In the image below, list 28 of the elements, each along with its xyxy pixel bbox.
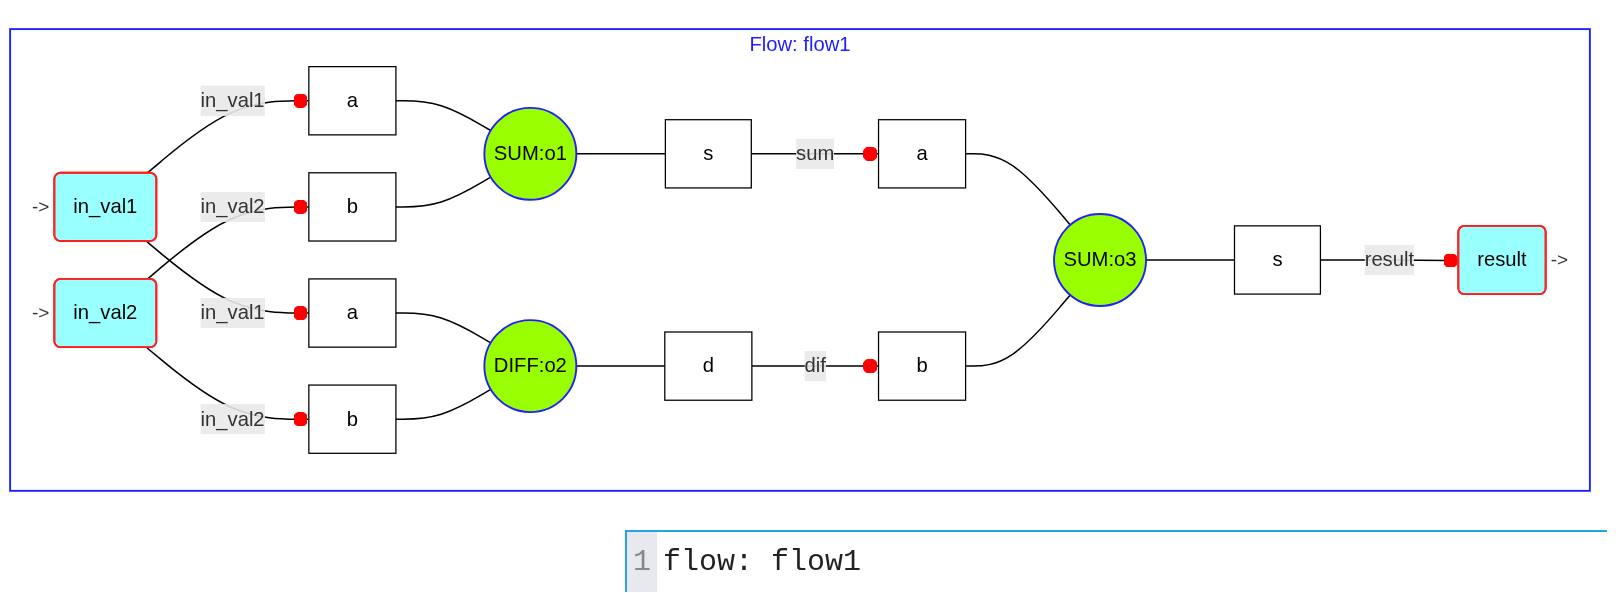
node-circle: DIFF:o2 — [483, 319, 578, 414]
node-circle: SUM:o3 — [1053, 213, 1147, 307]
node-circle: SUM:o1 — [483, 106, 578, 201]
connector — [395, 176, 492, 208]
port-arrow-text: -> — [31, 196, 50, 218]
edge-label: sum — [796, 142, 835, 164]
edge-label: dif — [804, 354, 826, 377]
code-line: flow: flow1 — [662, 545, 862, 579]
port-arrow-text: -> — [1550, 249, 1569, 271]
edge-label: in_val2 — [200, 195, 265, 218]
edge-label: in_val2 — [200, 407, 265, 430]
node-box: d — [664, 331, 753, 401]
node-box: s — [664, 119, 752, 189]
connector — [395, 388, 492, 420]
edge-label: result — [1364, 248, 1415, 271]
node-box: a — [308, 66, 397, 136]
node-box: a — [877, 119, 967, 189]
line-number: 1 — [627, 532, 657, 592]
node-box: b — [308, 384, 397, 454]
node-box: b — [877, 331, 967, 401]
node-box: b — [308, 172, 397, 242]
node-box: s — [1233, 225, 1322, 295]
node-box: a — [308, 278, 397, 348]
edge-label: in_val1 — [200, 89, 265, 111]
connector — [395, 100, 492, 132]
port-arrow-text: -> — [31, 302, 50, 324]
connector — [395, 312, 492, 344]
edge-label: in_val1 — [200, 301, 265, 324]
